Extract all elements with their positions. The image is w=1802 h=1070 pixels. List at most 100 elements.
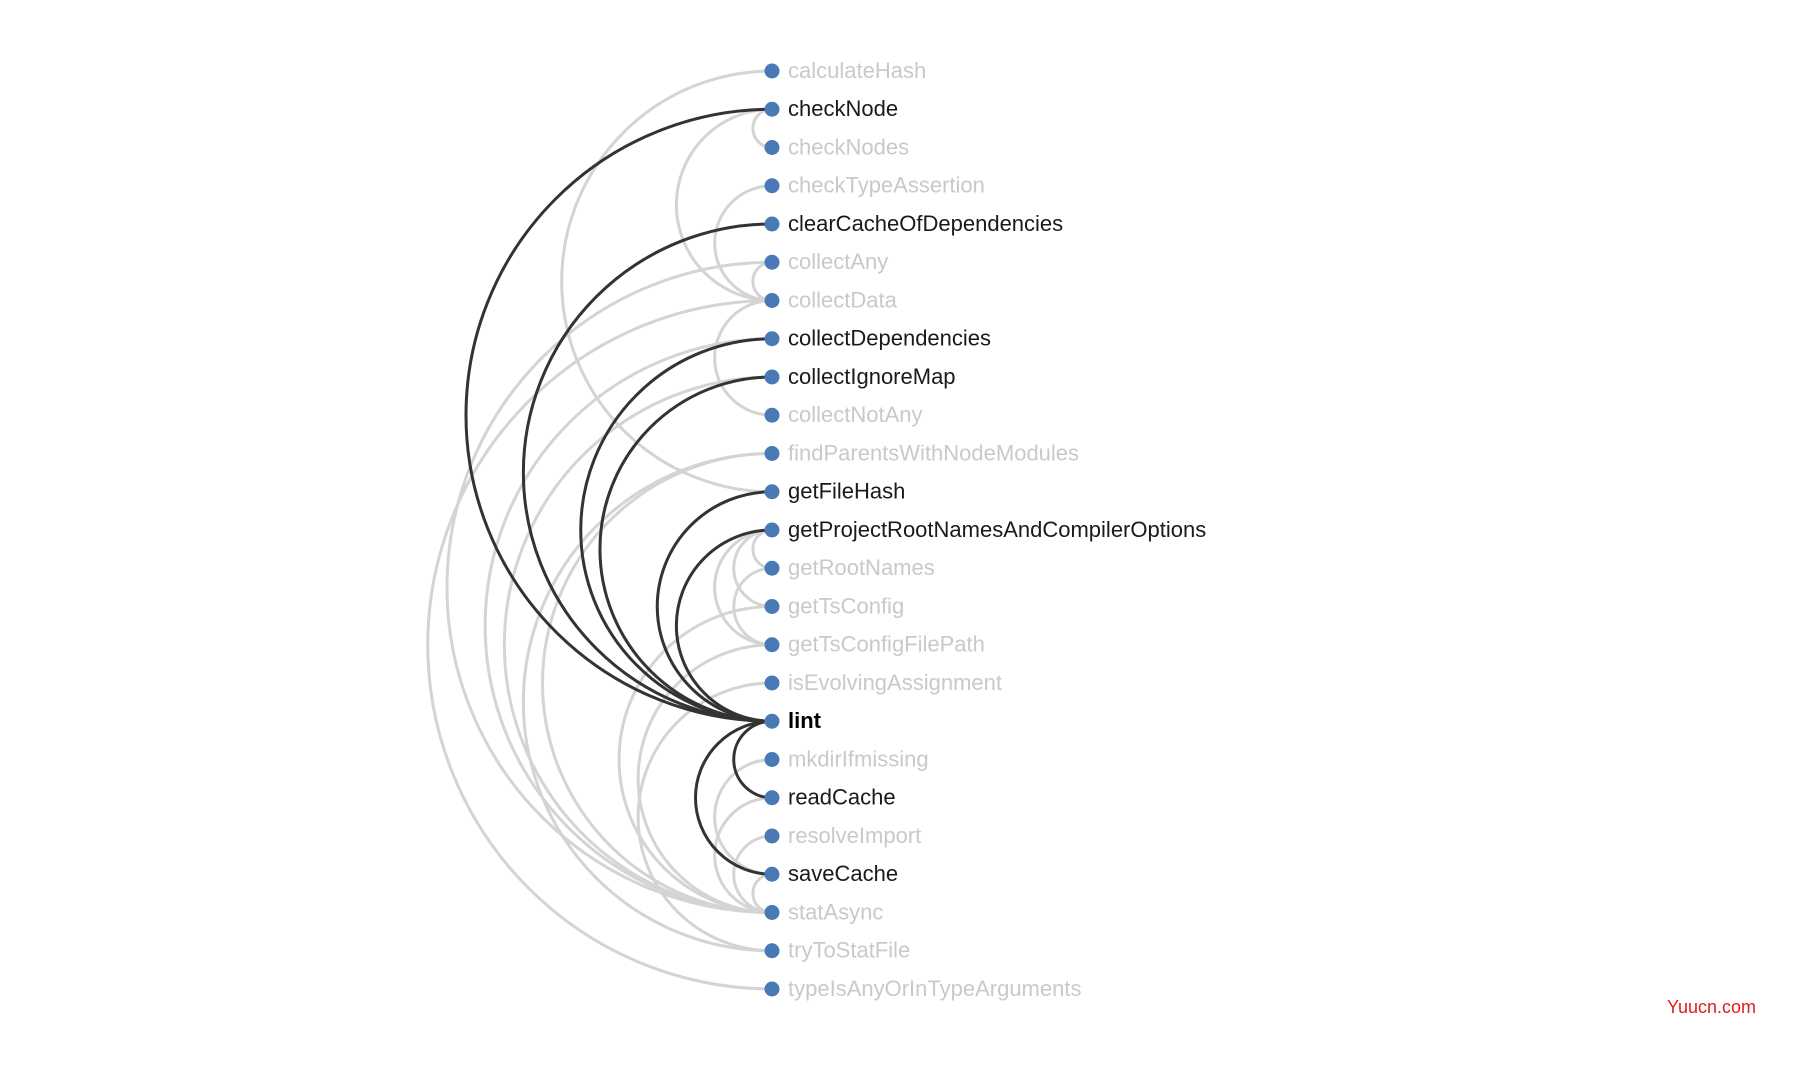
node-label[interactable]: isEvolvingAssignment: [788, 670, 1002, 695]
node-findParentsWithNodeModules[interactable]: findParentsWithNodeModules: [764, 440, 1080, 465]
link-checkTypeAssertion-collectData: [713, 184, 773, 302]
node-calculateHash[interactable]: calculateHash: [764, 58, 927, 83]
node-collectData[interactable]: collectData: [764, 287, 898, 312]
node-label[interactable]: checkTypeAssertion: [788, 173, 985, 198]
node-dot[interactable]: [764, 407, 780, 423]
node-label[interactable]: resolveImport: [788, 823, 921, 848]
node-checkNode[interactable]: checkNode: [764, 96, 899, 121]
node-label[interactable]: checkNodes: [788, 134, 909, 159]
node-dot[interactable]: [764, 216, 780, 232]
node-dot[interactable]: [764, 101, 780, 117]
node-label[interactable]: checkNode: [788, 96, 898, 121]
node-isEvolvingAssignment[interactable]: isEvolvingAssignment: [764, 670, 1002, 695]
link-mkdirIfmissing-saveCache: [713, 758, 773, 876]
node-label[interactable]: getRootNames: [788, 555, 935, 580]
node-label[interactable]: saveCache: [788, 861, 898, 886]
node-dot[interactable]: [764, 140, 780, 155]
link-lint-saveCache: [694, 719, 773, 876]
node-label[interactable]: collectData: [788, 287, 898, 312]
link-lint-readCache: [732, 719, 773, 800]
node-dot[interactable]: [764, 63, 780, 79]
node-label[interactable]: getProjectRootNamesAndCompilerOptions: [788, 517, 1206, 542]
node-statAsync[interactable]: statAsync: [764, 899, 884, 924]
node-checkNodes[interactable]: checkNodes: [764, 134, 910, 159]
node-resolveImport[interactable]: resolveImport: [764, 823, 922, 848]
node-dot[interactable]: [764, 905, 780, 920]
node-label[interactable]: mkdirIfmissing: [788, 746, 929, 771]
link-lint-checkNode: [464, 107, 773, 723]
link-resolveImport-statAsync: [732, 834, 773, 914]
node-dot[interactable]: [764, 637, 780, 653]
node-dot[interactable]: [764, 446, 780, 461]
node-label[interactable]: findParentsWithNodeModules: [788, 440, 1079, 465]
node-label[interactable]: collectDependencies: [788, 326, 991, 351]
node-label[interactable]: clearCacheOfDependencies: [788, 211, 1063, 236]
node-label[interactable]: collectNotAny: [788, 402, 923, 427]
watermark: Yuucn.com: [1666, 997, 1756, 1017]
node-label[interactable]: lint: [788, 708, 822, 733]
node-label[interactable]: collectIgnoreMap: [788, 364, 956, 389]
node-label[interactable]: tryToStatFile: [788, 938, 910, 963]
link-lint-getProjectRootNamesAndCompilerOptions: [674, 528, 773, 723]
link-getTsConfig-statAsync: [617, 605, 773, 914]
node-dot[interactable]: [764, 178, 780, 194]
node-label[interactable]: getTsConfig: [788, 593, 904, 618]
node-label[interactable]: getFileHash: [788, 479, 905, 504]
node-dot[interactable]: [764, 522, 780, 538]
node-collectDependencies[interactable]: collectDependencies: [764, 326, 992, 351]
node-mkdirIfmissing[interactable]: mkdirIfmissing: [764, 746, 929, 771]
node-dot[interactable]: [764, 599, 780, 614]
node-label[interactable]: typeIsAnyOrInTypeArguments: [788, 976, 1081, 1001]
node-dot[interactable]: [764, 369, 780, 385]
link-readCache-statAsync: [713, 796, 773, 914]
node-getTsConfig[interactable]: getTsConfig: [764, 593, 905, 618]
link-collectDependencies-statAsync: [483, 337, 773, 914]
node-label[interactable]: statAsync: [788, 899, 883, 924]
links-layer: [426, 69, 773, 991]
node-dot[interactable]: [764, 943, 780, 959]
link-collectIgnoreMap-statAsync: [502, 375, 773, 914]
link-getTsConfigFilePath-statAsync: [636, 643, 773, 914]
node-dot[interactable]: [764, 752, 780, 767]
node-readCache[interactable]: readCache: [764, 785, 896, 810]
node-label[interactable]: getTsConfigFilePath: [788, 632, 985, 657]
node-dot[interactable]: [764, 254, 780, 270]
node-label[interactable]: calculateHash: [788, 58, 926, 83]
node-label[interactable]: readCache: [788, 785, 896, 810]
node-dot[interactable]: [764, 713, 780, 729]
node-clearCacheOfDependencies[interactable]: clearCacheOfDependencies: [764, 211, 1064, 236]
node-collectAny[interactable]: collectAny: [764, 249, 889, 274]
node-dot[interactable]: [764, 331, 780, 347]
node-dot[interactable]: [764, 675, 780, 691]
node-dot[interactable]: [764, 293, 780, 308]
node-getRootNames[interactable]: getRootNames: [764, 555, 935, 580]
node-typeIsAnyOrInTypeArguments[interactable]: typeIsAnyOrInTypeArguments: [764, 976, 1082, 1001]
node-getProjectRootNamesAndCompilerOptions[interactable]: getProjectRootNamesAndCompilerOptions: [764, 517, 1207, 542]
node-saveCache[interactable]: saveCache: [764, 861, 899, 886]
node-label[interactable]: collectAny: [788, 249, 888, 274]
link-findParentsWithNodeModules-statAsync: [541, 452, 773, 914]
node-collectNotAny[interactable]: collectNotAny: [764, 402, 923, 427]
nodes-layer: calculateHash checkNode checkNodes checkTyp…: [764, 58, 1207, 1001]
node-tryToStatFile[interactable]: tryToStatFile: [764, 938, 911, 963]
node-dot[interactable]: [764, 790, 780, 806]
link-calculateHash-getFileHash: [560, 69, 773, 494]
link-saveCache-statAsync: [751, 872, 773, 914]
link-collectData-collectNotAny: [713, 299, 773, 417]
link-getRootNames-getTsConfigFilePath: [732, 566, 773, 647]
node-getTsConfigFilePath[interactable]: getTsConfigFilePath: [764, 632, 985, 657]
node-dot[interactable]: [764, 866, 780, 882]
node-dot[interactable]: [764, 560, 780, 576]
link-lint-collectIgnoreMap: [598, 375, 773, 723]
node-checkTypeAssertion[interactable]: checkTypeAssertion: [764, 173, 985, 198]
node-lint[interactable]: lint: [764, 708, 822, 733]
node-collectIgnoreMap[interactable]: collectIgnoreMap: [764, 364, 956, 389]
link-collectAny-statAsync: [445, 260, 773, 914]
node-dot[interactable]: [764, 981, 780, 997]
node-dot[interactable]: [764, 484, 780, 500]
node-getFileHash[interactable]: getFileHash: [764, 479, 906, 504]
node-dot[interactable]: [764, 828, 780, 844]
link-lint-getFileHash: [655, 490, 773, 723]
link-findParentsWithNodeModules-tryToStatFile: [521, 452, 773, 953]
